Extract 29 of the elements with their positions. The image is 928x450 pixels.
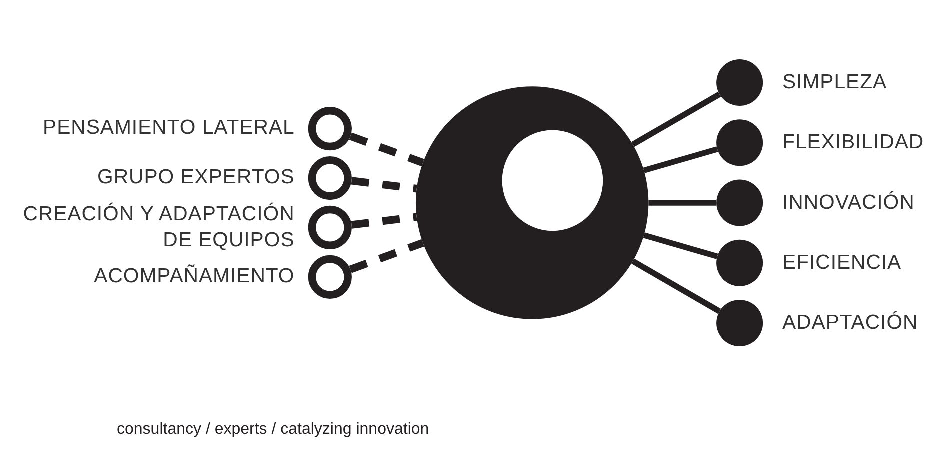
node-circle (308, 156, 352, 200)
node-label: CREACIÓN Y ADAPTACIÓN DE EQUIPOS (22, 202, 295, 253)
dashed-connector (351, 213, 418, 229)
node-label: EFICIENCIA (782, 250, 902, 276)
node-circle (308, 255, 352, 299)
node-label: INNOVACIÓN (782, 190, 915, 216)
node-label: PENSAMIENTO LATERAL (43, 116, 295, 142)
node-circle (716, 180, 764, 226)
node-circle (716, 300, 764, 346)
dashed-connector (349, 132, 424, 167)
node-circle (308, 206, 352, 250)
node-label: GRUPO EXPERTOS (98, 166, 295, 191)
dashed-connector (351, 177, 418, 193)
node-label: FLEXIBILIDAD (782, 130, 924, 156)
node-label: ACOMPAÑAMIENTO (94, 264, 295, 290)
node-label: ADAPTACIÓN (782, 310, 918, 336)
dashed-connector (349, 239, 424, 274)
connector-line (632, 92, 722, 148)
node-circle (716, 60, 764, 106)
node-circle (716, 120, 764, 166)
connector-line (648, 200, 717, 206)
connector-line (643, 232, 718, 260)
node-circle (716, 240, 764, 286)
node-circle (308, 107, 352, 151)
hub-ring (416, 86, 649, 320)
connector-line (643, 146, 718, 174)
connector-line (632, 258, 722, 314)
tagline-text: consultancy / experts / catalyzing innovation (117, 421, 430, 439)
node-label: SIMPLEZA (782, 70, 888, 96)
